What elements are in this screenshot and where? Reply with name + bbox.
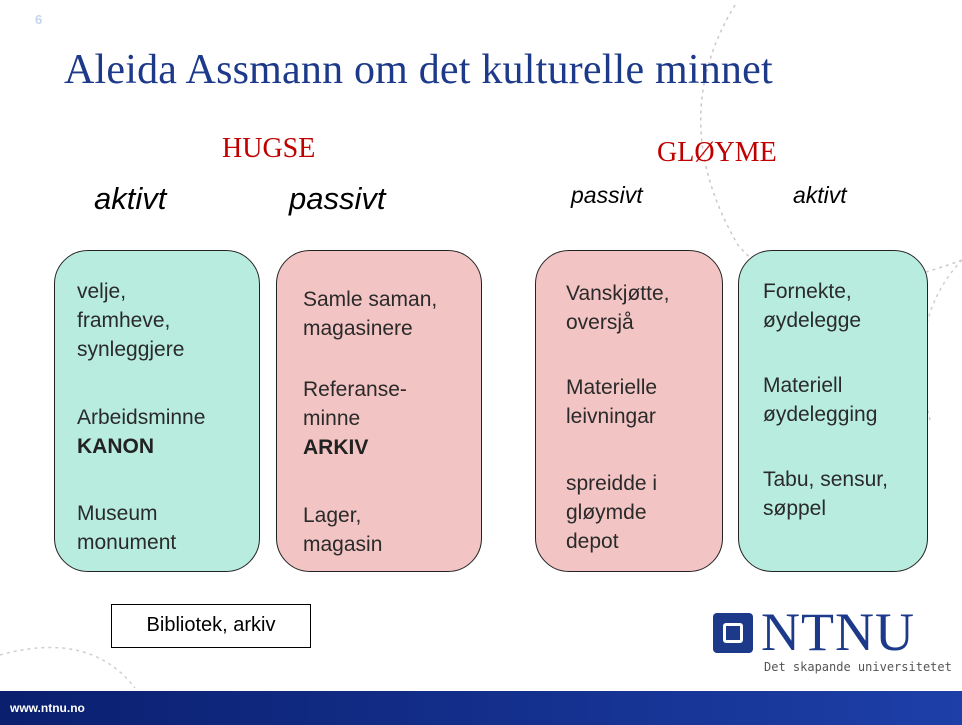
box-hugse-active-lines: velje, framheve, synleggjere	[77, 277, 184, 364]
box-text-line: spreidde i	[566, 472, 658, 495]
box-term: Arbeidsminne	[77, 406, 206, 429]
box-hugse-active-term: Arbeidsminne KANON	[77, 403, 205, 461]
column-label-hugse-active: aktivt	[94, 181, 167, 216]
footer-bar: www.ntnu.no	[0, 691, 962, 725]
box-gloyme-passive-term: Materielle leivningar	[566, 373, 657, 431]
box-term-line: Materiell	[763, 374, 843, 397]
box-text-line: Tabu, sensur,	[763, 468, 888, 491]
box-gloyme-passive-extra: spreidde i gløymde depot	[566, 469, 657, 556]
reference-box: Bibliotek, arkiv	[111, 604, 311, 648]
box-text-line: Museum	[77, 502, 158, 525]
box-text-line: monument	[77, 531, 177, 554]
column-label-hugse-passive: passivt	[289, 181, 386, 216]
slide-title: Aleida Assmann om det kulturelle minnet	[64, 47, 773, 93]
box-text-line: synleggjere	[77, 338, 185, 361]
footer-url: www.ntnu.no	[10, 701, 85, 715]
box-gloyme-active-lines: Fornekte, øydelegge	[763, 277, 861, 335]
box-text-line: oversjå	[566, 311, 634, 334]
box-term-line: leivningar	[566, 405, 656, 428]
ntnu-logo-icon	[713, 613, 753, 653]
box-gloyme-passive-lines: Vanskjøtte, oversjå	[566, 279, 669, 337]
box-gloyme-passive: Vanskjøtte, oversjå Materielle leivninga…	[535, 250, 723, 572]
box-hugse-active-extra: Museum monument	[77, 499, 176, 557]
box-term-line: Referanse-	[303, 378, 407, 401]
box-text-line: øydelegge	[763, 309, 862, 332]
box-hugse-passive-lines: Samle saman, magasinere	[303, 285, 437, 343]
ntnu-logo-text: NTNU	[761, 602, 915, 662]
box-text-line: depot	[566, 530, 619, 553]
box-keyword: ARKIV	[303, 436, 369, 459]
column-label-gloyme-passive: passivt	[571, 182, 643, 208]
slide-number: 6	[35, 12, 43, 27]
box-text-line: magasin	[303, 533, 383, 556]
box-text-line: framheve,	[77, 309, 171, 332]
group-label-gloyme: GLØYME	[657, 137, 777, 168]
box-gloyme-active-extra: Tabu, sensur, søppel	[763, 465, 888, 523]
box-gloyme-active: Fornekte, øydelegge Materiell øydeleggin…	[738, 250, 928, 572]
box-text-line: søppel	[763, 497, 827, 520]
box-text-line: magasinere	[303, 317, 413, 340]
ntnu-tagline: Det skapande universitetet	[764, 660, 952, 674]
box-text-line: gløymde	[566, 501, 647, 524]
box-text-line: Fornekte,	[763, 280, 852, 303]
box-text-line: Lager,	[303, 504, 362, 527]
box-hugse-passive-term: Referanse- minne ARKIV	[303, 375, 407, 462]
box-term-line: Materielle	[566, 376, 658, 399]
box-term-line: øydelegging	[763, 403, 878, 426]
box-text-line: Vanskjøtte,	[566, 282, 670, 305]
box-text-line: Samle saman,	[303, 288, 438, 311]
box-gloyme-active-term: Materiell øydelegging	[763, 371, 877, 429]
box-term-line: minne	[303, 407, 361, 430]
box-text-line: velje,	[77, 280, 127, 303]
box-hugse-passive-extra: Lager, magasin	[303, 501, 382, 559]
group-label-hugse: HUGSE	[222, 133, 316, 164]
box-hugse-passive: Samle saman, magasinere Referanse- minne…	[276, 250, 482, 572]
box-hugse-active: velje, framheve, synleggjere Arbeidsminn…	[54, 250, 260, 572]
box-keyword: KANON	[77, 435, 154, 458]
column-label-gloyme-active: aktivt	[793, 182, 847, 208]
